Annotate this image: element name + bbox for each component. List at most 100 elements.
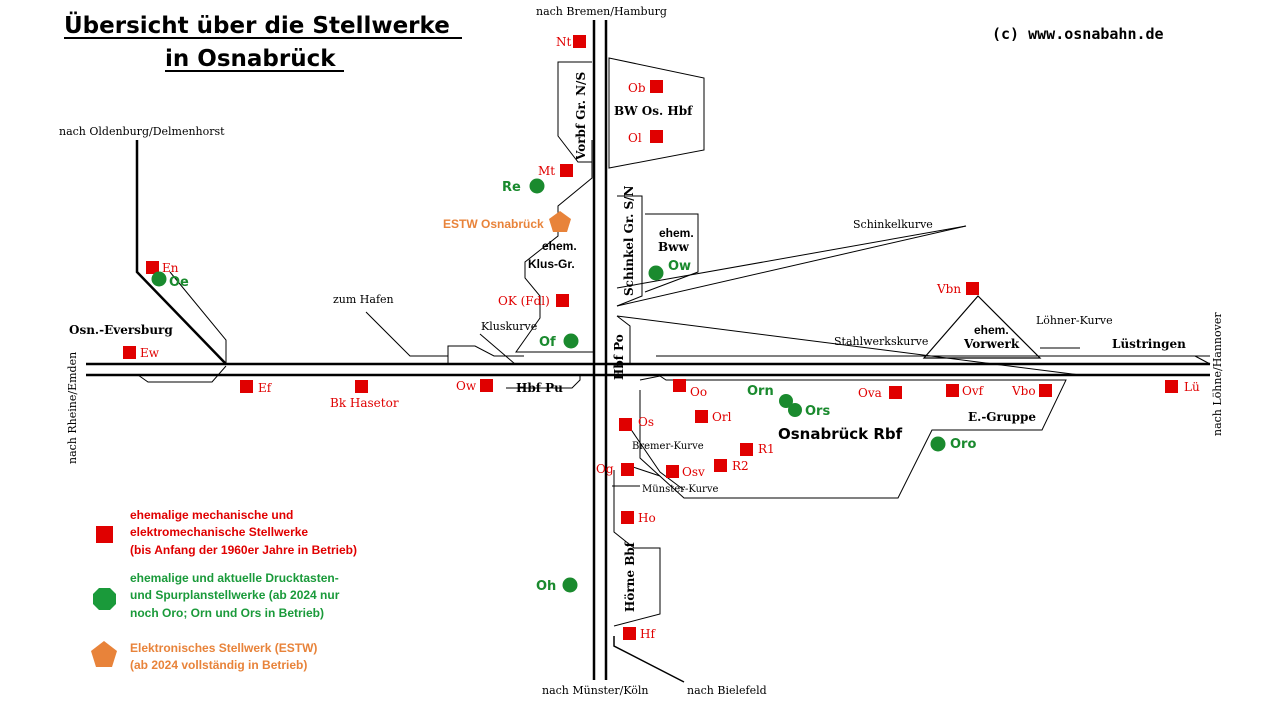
red-square-icon <box>560 164 573 177</box>
schinkelkurve-label: Schinkelkurve <box>853 218 933 231</box>
box-Ol: Ol <box>628 130 663 145</box>
red-square-icon <box>1039 384 1052 397</box>
legend-red-line-1: ehemalige mechanische und <box>130 508 293 522</box>
zumhafen-label: zum Hafen <box>333 293 394 306</box>
red-square-icon <box>621 463 634 476</box>
muensterkurve-label: Münster-Kurve <box>642 484 718 495</box>
box-Ef: Ef <box>240 380 273 395</box>
svg-text:Of: Of <box>539 335 556 350</box>
route-loehne: nach Löhne/Hannover <box>1211 312 1224 436</box>
estw-label: ESTW Osnabrück <box>443 217 544 231</box>
legend-red-line-2: elektromechanische Stellwerke <box>130 525 308 539</box>
svg-text:Oe: Oe <box>169 275 189 290</box>
bw-label: BW Os. Hbf <box>614 104 693 118</box>
route-muenster: nach Münster/Köln <box>542 684 649 697</box>
red-square-icon <box>946 384 959 397</box>
svg-text:Ors: Ors <box>805 404 830 419</box>
svg-text:Vbo: Vbo <box>1011 384 1036 398</box>
bww-name-label: Bww <box>658 240 689 254</box>
red-square-icon <box>573 35 586 48</box>
route-bremen: nach Bremen/Hamburg <box>536 5 667 18</box>
route-oldenburg: nach Oldenburg/Delmenhorst <box>59 125 225 138</box>
box-Mt: Mt <box>538 164 573 178</box>
klus-ehem-label: ehem. <box>542 239 577 253</box>
svg-text:Ef: Ef <box>258 381 273 395</box>
box-OKFdl: OK (Fdl) <box>498 294 569 308</box>
green-circle-icon <box>151 271 167 287</box>
svg-text:Ho: Ho <box>638 511 656 525</box>
svg-text:Bk Hasetor: Bk Hasetor <box>330 396 399 410</box>
copyright: (c) www.osnabahn.de <box>992 25 1164 43</box>
svg-text:Orn: Orn <box>747 384 774 399</box>
vorwerk-ehem-label: ehem. <box>974 323 1009 337</box>
luestringen-label: Lüstringen <box>1112 337 1186 351</box>
title-line-1: Übersicht über die Stellwerke <box>64 11 450 39</box>
oldenburg-branch <box>135 140 227 383</box>
orange-pentagon-icon <box>549 211 571 232</box>
svg-text:Ob: Ob <box>628 81 646 95</box>
svg-text:Osv: Osv <box>682 465 705 479</box>
vorwerk-name-label: Vorwerk <box>963 337 1020 351</box>
svg-text:Oh: Oh <box>536 579 556 594</box>
red-square-icon <box>740 443 753 456</box>
box-Ew: Ew <box>123 346 160 360</box>
box-Ow: Ow <box>456 379 493 393</box>
legend-green-line-3: noch Oro; Orn und Ors in Betrieb) <box>130 606 324 620</box>
egruppe-label: E.-Gruppe <box>968 410 1036 424</box>
svg-text:Hf: Hf <box>640 627 656 641</box>
legend-red-line-3: (bis Anfang der 1960er Jahre in Betrieb) <box>130 543 357 557</box>
green-circle-icon <box>779 394 793 408</box>
box-Vbn: Vbn <box>936 282 979 296</box>
hafen-branch <box>365 311 524 365</box>
svg-text:Os: Os <box>638 415 654 429</box>
svg-text:Ol: Ol <box>628 131 642 145</box>
red-square-icon <box>355 380 368 393</box>
box-Og: Og <box>596 462 634 476</box>
green-circle-icon <box>930 436 946 452</box>
green-circle-icon <box>529 178 545 194</box>
red-square-icon <box>556 294 569 307</box>
legend: ehemalige mechanische und elektromechani… <box>91 508 357 672</box>
red-square-icon <box>889 386 902 399</box>
rbf-label: Osnabrück Rbf <box>778 425 903 443</box>
red-square-icon <box>966 282 979 295</box>
legend-orange-line-1: Elektronisches Stellwerk (ESTW) <box>130 641 317 655</box>
red-square-icon <box>695 410 708 423</box>
svg-text:R1: R1 <box>758 442 775 456</box>
bremerkurve-label: Bremer-Kurve <box>632 441 704 452</box>
green-circle-icon <box>562 577 578 593</box>
svg-text:Ow: Ow <box>668 259 691 274</box>
east-track-shapes <box>608 57 1211 683</box>
hoerne-label: Hörne Bbf <box>623 541 637 612</box>
box-Os: Os <box>619 415 654 431</box>
red-square-icon <box>240 380 253 393</box>
svg-text:Ovf: Ovf <box>962 384 985 398</box>
svg-text:Ow: Ow <box>456 379 477 393</box>
box-Ob: Ob <box>628 80 663 95</box>
box-Lue: Lü <box>1165 380 1200 394</box>
box-Of: Of <box>539 333 579 350</box>
klus-name-label: Klus-Gr. <box>528 257 575 271</box>
legend-green-line-2: und Spurplanstellwerke (ab 2024 nur <box>130 588 340 602</box>
green-circle-icon <box>648 265 664 281</box>
box-Osv: Osv <box>666 465 705 479</box>
bww-ehem-label: ehem. <box>659 226 694 240</box>
box-Oh: Oh <box>536 577 578 594</box>
svg-text:Oro: Oro <box>950 437 976 452</box>
box-Oro: Oro <box>930 436 976 452</box>
legend-red-square-icon <box>96 526 113 543</box>
red-square-icon <box>619 418 632 431</box>
eversburg-label: Osn.-Eversburg <box>69 323 173 337</box>
vorbf-label: Vorbf Gr. N/S <box>574 72 588 161</box>
svg-text:Re: Re <box>502 180 521 195</box>
box-Ow2: Ow <box>648 259 691 281</box>
hbfpo-label: Hbf Po <box>612 334 626 380</box>
svg-text:Orl: Orl <box>712 410 732 424</box>
svg-text:Nt: Nt <box>556 35 572 49</box>
red-square-icon <box>146 261 159 274</box>
box-R1: R1 <box>740 442 775 456</box>
svg-text:OK (Fdl): OK (Fdl) <box>498 294 550 308</box>
svg-text:Og: Og <box>596 462 614 476</box>
box-BkHasetor: Bk Hasetor <box>330 380 399 410</box>
